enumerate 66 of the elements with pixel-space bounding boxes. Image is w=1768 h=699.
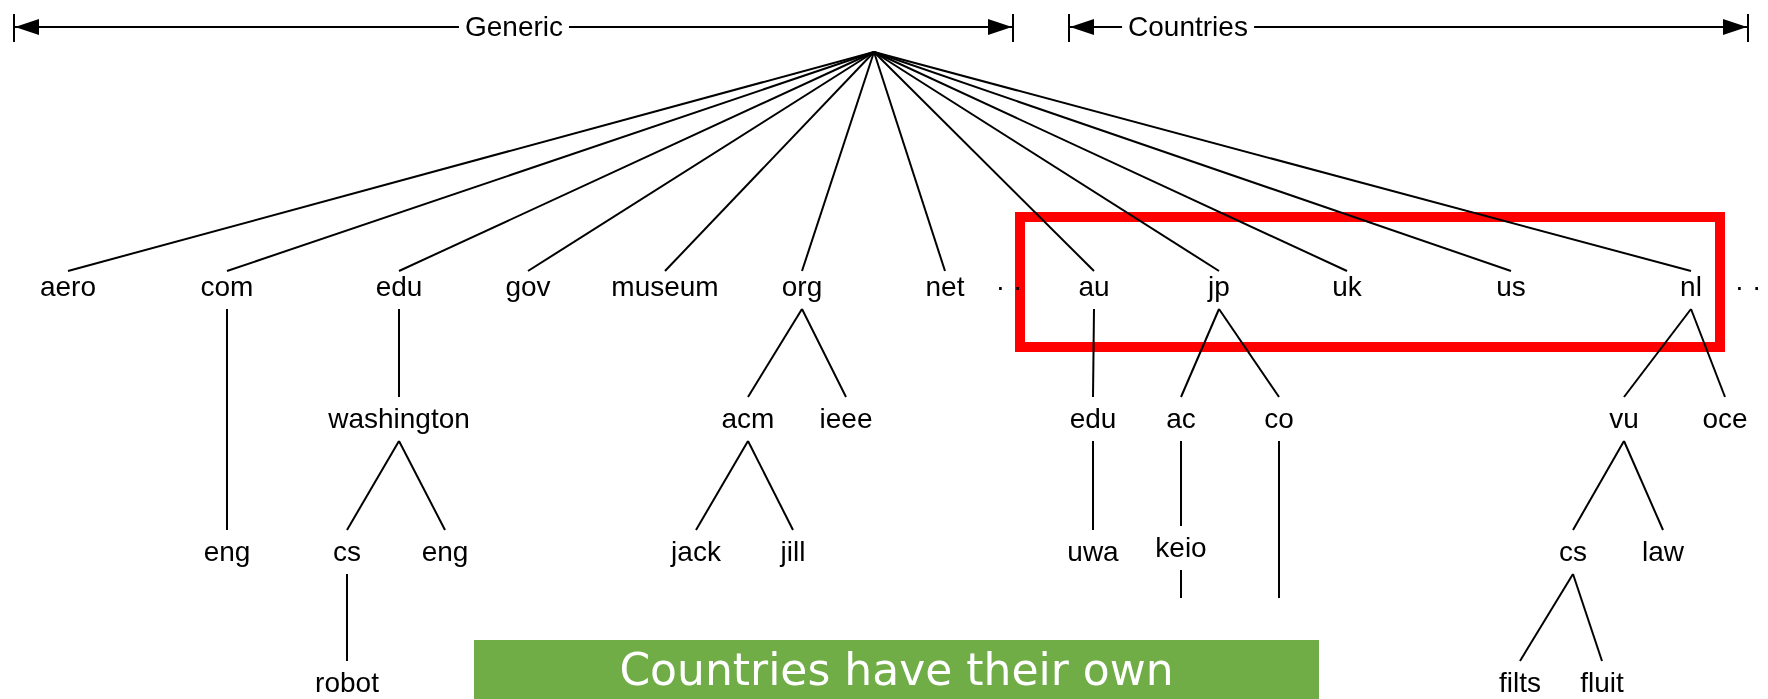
tree-line (1519, 573, 1574, 662)
tree-line (226, 308, 228, 419)
tree-line (1180, 440, 1182, 527)
domain-label: museum (611, 271, 719, 303)
domain-label: jack (671, 536, 721, 568)
tree-line (873, 51, 1512, 272)
tree-line (873, 51, 946, 272)
tree-line (1690, 308, 1726, 398)
domain-label: jill (780, 536, 806, 568)
domain-label: ac (1166, 403, 1196, 435)
tree-line (1572, 573, 1603, 662)
tree-line (1092, 308, 1095, 398)
tree-line (747, 440, 794, 531)
domain-label: com (200, 271, 254, 303)
domain-label: law (1642, 536, 1684, 568)
domain-label: vu (1609, 403, 1639, 435)
tree-line (1623, 440, 1664, 531)
tree-line (801, 308, 847, 398)
ellipsis: · · (995, 271, 1023, 303)
tree-line (747, 308, 803, 398)
tree-line (873, 51, 1095, 272)
domain-label: uwa (1067, 536, 1119, 568)
tree-line (226, 419, 228, 531)
domain-label: au (1078, 271, 1110, 303)
tree-line (398, 440, 446, 531)
tree-line (1278, 548, 1280, 599)
domain-label: net (925, 271, 965, 303)
tree-line (1092, 440, 1094, 531)
domain-label: jp (1208, 271, 1230, 303)
tree-line (664, 51, 875, 272)
domain-label: washington (328, 403, 470, 435)
tree-line (695, 440, 749, 531)
callout-banner: Countries have their own (474, 640, 1319, 699)
tree-line (873, 51, 1692, 272)
domain-label: keio (1155, 532, 1207, 564)
tree-line (398, 308, 400, 398)
domain-label: ieee (819, 403, 873, 435)
tree-line (1278, 440, 1280, 548)
domain-label: robot (315, 667, 379, 699)
domain-label: us (1496, 271, 1526, 303)
tree-line (1623, 308, 1692, 398)
domain-label: aero (40, 271, 96, 303)
domain-label: nl (1680, 271, 1702, 303)
domain-label: gov (505, 271, 551, 303)
ellipsis: · · (1734, 271, 1762, 303)
domain-label: edu (375, 271, 423, 303)
tree-line (346, 440, 400, 531)
tree-line (1572, 440, 1625, 531)
domain-label: cs (1559, 536, 1587, 568)
domain-label: fluit (1580, 667, 1624, 699)
domain-label: co (1264, 403, 1294, 435)
tree-line (1180, 569, 1182, 599)
domain-label: uk (1332, 271, 1362, 303)
domain-label: oce (1702, 403, 1748, 435)
tree-line (801, 51, 875, 272)
domain-label: cs (333, 536, 361, 568)
domain-label: edu (1069, 403, 1117, 435)
tree-line (226, 51, 875, 272)
domain-label: eng (203, 536, 251, 568)
tree-line (1218, 308, 1280, 398)
domain-label: org (781, 271, 823, 303)
domain-label: acm (721, 403, 775, 435)
tree-line (1180, 308, 1220, 398)
domain-label: eng (421, 536, 469, 568)
tree-line (346, 573, 348, 662)
domain-label: filts (1499, 667, 1541, 699)
